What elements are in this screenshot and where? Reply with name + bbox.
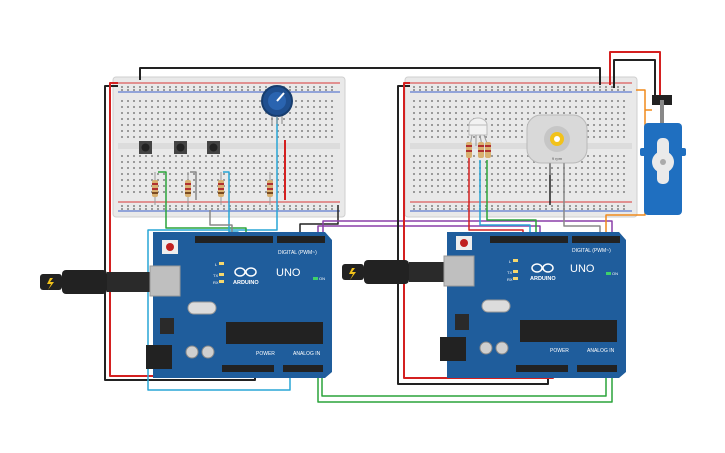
rgb-led[interactable] bbox=[468, 117, 489, 147]
resistor-4[interactable] bbox=[267, 172, 273, 205]
pushbutton-3[interactable] bbox=[207, 141, 220, 154]
label-tx-right: TX bbox=[507, 270, 512, 275]
wire-red-servo[interactable] bbox=[609, 51, 661, 95]
header-power-left[interactable] bbox=[222, 365, 274, 372]
breadboard-right[interactable] bbox=[404, 76, 638, 218]
header-digital-high-left[interactable] bbox=[195, 236, 273, 243]
resistor-r3[interactable] bbox=[485, 142, 491, 158]
header-power-right[interactable] bbox=[516, 365, 568, 372]
usb-port-left[interactable] bbox=[149, 265, 181, 297]
pushbutton-1[interactable] bbox=[139, 141, 152, 154]
resistor-1[interactable] bbox=[152, 172, 158, 205]
wire-blue-pot[interactable] bbox=[147, 112, 291, 391]
usb-bolt-icon bbox=[349, 268, 356, 280]
usb-port-right[interactable] bbox=[443, 255, 475, 287]
resistor-3[interactable] bbox=[218, 172, 224, 205]
label-analog-right: ANALOG IN bbox=[587, 348, 615, 354]
servo-motor[interactable] bbox=[640, 95, 686, 215]
atmega-chip-left bbox=[226, 322, 323, 344]
pushbutton-2[interactable] bbox=[174, 141, 187, 154]
label-digital-right: DIGITAL (PWM~) bbox=[572, 248, 611, 254]
resistors-right[interactable] bbox=[466, 142, 491, 158]
label-power-left: POWER bbox=[256, 351, 275, 357]
wire-orange-servo[interactable] bbox=[605, 89, 646, 240]
label-l-right: L bbox=[509, 259, 512, 264]
power-jack-left[interactable] bbox=[146, 345, 172, 369]
label-rx-right: RX bbox=[507, 277, 513, 282]
dc-motor[interactable]: 9 rpm bbox=[526, 114, 588, 175]
label-on-left: ON bbox=[319, 276, 325, 281]
arduino-logo-right-icon bbox=[531, 263, 554, 273]
wire-purple-2[interactable] bbox=[322, 220, 613, 240]
label-uno-left: UNO bbox=[276, 267, 301, 279]
label-brand-left: ARDUINO bbox=[233, 280, 259, 286]
header-digital-low-left[interactable] bbox=[277, 236, 325, 243]
wire-black-servo[interactable] bbox=[613, 59, 656, 95]
wire-green-analog-2[interactable] bbox=[321, 368, 607, 397]
potentiometer-knob-icon bbox=[276, 92, 285, 102]
wire-green-led[interactable] bbox=[486, 160, 537, 240]
header-analog-right[interactable] bbox=[577, 365, 617, 372]
wire-black-left-rail[interactable] bbox=[299, 205, 339, 232]
resistor-r2[interactable] bbox=[478, 142, 484, 158]
arduino-uno-left[interactable]: DIGITAL (PWM~) UNO ARDUINO L TX RX ON PO… bbox=[146, 232, 332, 378]
label-uno-right: UNO bbox=[570, 263, 595, 275]
pushbuttons-left[interactable] bbox=[139, 141, 220, 154]
label-digital-left: DIGITAL (PWM~) bbox=[278, 250, 317, 256]
label-rx-left: RX bbox=[213, 280, 219, 285]
label-on-right: ON bbox=[612, 271, 618, 276]
wire-gray-button2[interactable] bbox=[190, 171, 197, 200]
atmega-chip-right bbox=[520, 320, 617, 342]
arduino-logo-left-icon bbox=[234, 267, 257, 277]
crystal-left bbox=[187, 301, 217, 315]
label-tx-left: TX bbox=[213, 273, 218, 278]
label-power-right: POWER bbox=[550, 348, 569, 354]
usb-bolt-icon bbox=[47, 278, 54, 290]
breadboard-left-holes bbox=[121, 86, 333, 210]
motor-label: 9 rpm bbox=[552, 156, 563, 161]
label-brand-right: ARDUINO bbox=[530, 276, 556, 282]
arduino-uno-right[interactable]: DIGITAL (PWM~) UNO ARDUINO L TX RX ON PO… bbox=[440, 232, 626, 378]
wire-black-top[interactable] bbox=[139, 67, 601, 85]
header-digital-low-right[interactable] bbox=[572, 236, 620, 243]
on-led-right bbox=[606, 272, 611, 275]
header-analog-left[interactable] bbox=[283, 365, 323, 372]
crystal-right bbox=[481, 299, 511, 313]
resistor-2[interactable] bbox=[185, 172, 191, 205]
wire-green-analog-1[interactable] bbox=[317, 368, 613, 403]
potentiometer[interactable] bbox=[261, 85, 293, 124]
power-jack-right[interactable] bbox=[440, 337, 466, 361]
label-analog-left: ANALOG IN bbox=[293, 351, 321, 357]
resistor-r1[interactable] bbox=[466, 142, 472, 158]
label-l-left: L bbox=[215, 262, 218, 267]
header-digital-high-right[interactable] bbox=[490, 236, 568, 243]
resistors-left[interactable] bbox=[152, 172, 273, 205]
on-led-left bbox=[313, 277, 318, 280]
